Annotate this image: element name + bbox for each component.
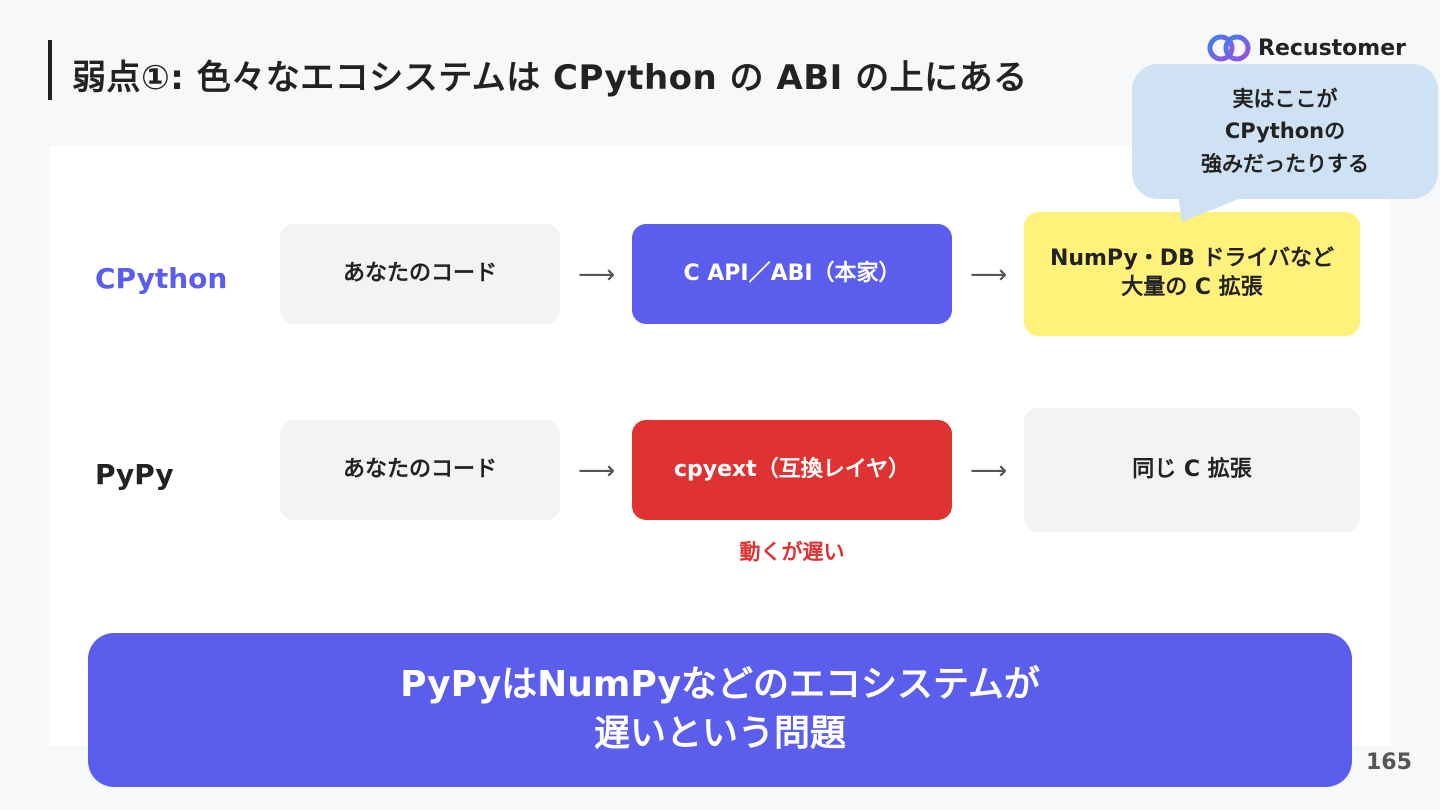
- speech-bubble-tail: [1173, 196, 1247, 222]
- logo-wordmark: Recustomer: [1258, 35, 1406, 61]
- title-accent-bar: [48, 40, 52, 100]
- arrow-right-icon: ⟶: [970, 456, 1008, 486]
- c-api-abi-box: C API／ABI（本家）: [632, 224, 952, 324]
- your-code-box: あなたのコード: [280, 420, 560, 520]
- recustomer-logo-icon: [1207, 34, 1251, 62]
- banner-line1: PyPyはNumPyなどのエコシステムが: [400, 664, 1040, 706]
- company-logo: Recustomer: [1206, 32, 1406, 64]
- arrow-right-icon: ⟶: [578, 456, 616, 486]
- row-label-cpython: CPython: [95, 262, 228, 295]
- conclusion-banner: PyPyはNumPyなどのエコシステムが 遅いという問題: [88, 633, 1352, 787]
- c-extensions-line1: NumPy・DB ドライバなど: [1049, 246, 1335, 272]
- c-extensions-box: NumPy・DB ドライバなど 大量の C 拡張: [1024, 212, 1360, 336]
- bubble-line1: 実はここが: [1232, 86, 1338, 111]
- cpyext-layer-box: cpyext（互換レイヤ）: [632, 420, 952, 520]
- arrow-right-icon: ⟶: [970, 260, 1008, 290]
- same-c-extensions-box: 同じ C 拡張: [1024, 408, 1360, 532]
- speech-bubble: 実はここが CPythonの 強みだったりする: [1132, 64, 1438, 199]
- your-code-box: あなたのコード: [280, 224, 560, 324]
- slow-note: 動くが遅い: [739, 540, 845, 564]
- row-label-pypy: PyPy: [95, 458, 174, 491]
- slide-title: 弱点①: 色々なエコシステムは CPython の ABI の上にある: [72, 58, 1028, 98]
- arrow-right-icon: ⟶: [578, 260, 616, 290]
- bubble-line2: CPythonの: [1224, 119, 1346, 144]
- c-extensions-line2: 大量の C 拡張: [1121, 275, 1263, 300]
- bubble-line3: 強みだったりする: [1201, 151, 1369, 176]
- page-number: 165: [1366, 750, 1412, 775]
- banner-line2: 遅いという問題: [593, 713, 846, 754]
